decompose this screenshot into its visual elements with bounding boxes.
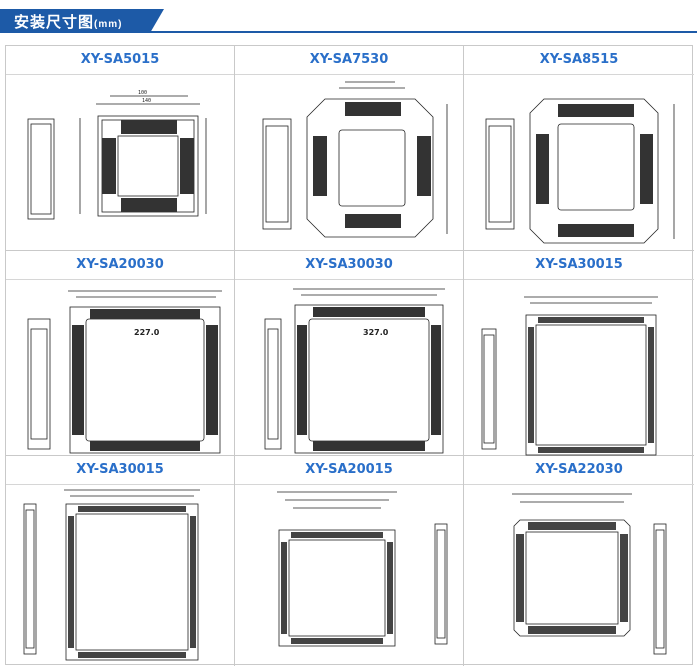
header-banner xyxy=(0,9,164,33)
model-title: XY-SA20015 xyxy=(305,462,393,477)
drawing-cell: XY-SA30015 xyxy=(464,251,694,456)
svg-text:100: 100 xyxy=(138,90,147,96)
installation-drawing: 327.0 xyxy=(264,288,445,454)
svg-text:140: 140 xyxy=(142,98,151,104)
width-dimension: 227.0 xyxy=(134,328,160,337)
unit-label: (mm) xyxy=(94,19,123,30)
header-underline xyxy=(0,31,697,33)
drawing-cell: XY-SA20030 227.0 xyxy=(6,251,235,456)
drawing-cell: XY-SA7530 xyxy=(235,46,464,251)
drawing-cell: XY-SA30015 xyxy=(6,456,235,666)
installation-drawing xyxy=(485,98,675,244)
model-title: XY-SA30015 xyxy=(76,462,164,477)
installation-drawing xyxy=(277,491,448,647)
section-title: 安装尺寸图(mm) xyxy=(14,14,123,31)
model-title: XY-SA30015 xyxy=(535,257,623,272)
drawing-cell: XY-SA30030 327.0 xyxy=(235,251,464,456)
model-title: XY-SA30030 xyxy=(305,257,393,272)
installation-drawing xyxy=(262,81,448,238)
width-dimension: 327.0 xyxy=(363,328,389,337)
drawing-cell: XY-SA8515 xyxy=(464,46,694,251)
model-title: XY-SA8515 xyxy=(539,52,619,67)
section-header: 安装尺寸图(mm) xyxy=(0,0,697,34)
model-title: XY-SA5015 xyxy=(80,52,160,67)
installation-drawing xyxy=(23,489,200,661)
installation-drawing: 227.0 xyxy=(27,290,222,454)
model-title: XY-SA7530 xyxy=(309,52,389,67)
installation-drawing xyxy=(512,493,667,655)
model-title: XY-SA20030 xyxy=(76,257,164,272)
model-title: XY-SA22030 xyxy=(535,462,623,477)
installation-drawing xyxy=(481,296,658,456)
drawing-cell: XY-SA20015 xyxy=(235,456,464,666)
drawing-cell: XY-SA22030 xyxy=(464,456,694,666)
